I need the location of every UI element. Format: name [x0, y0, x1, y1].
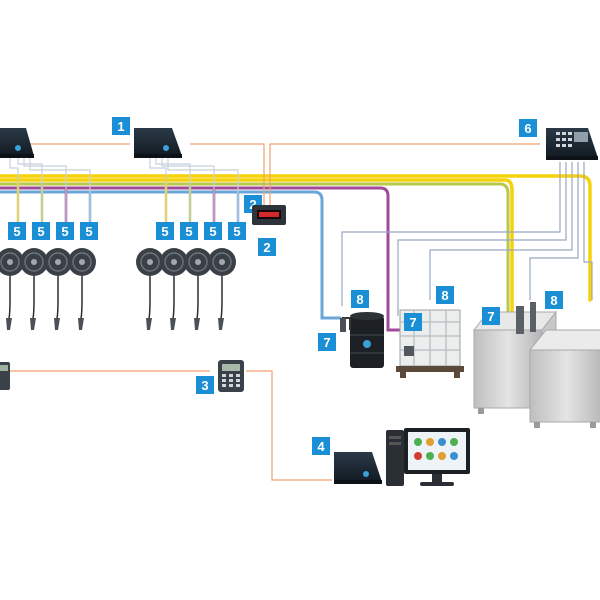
oil-drum: 8 7 [318, 290, 384, 368]
badge-8-drum [351, 290, 369, 308]
badge-3 [196, 376, 214, 394]
svg-text:2: 2 [249, 197, 256, 212]
olive-line [0, 182, 510, 332]
badge-5-2 [32, 222, 50, 240]
badge-4 [312, 437, 330, 455]
hose-reel-8 [208, 248, 236, 330]
yellow-line-b [0, 178, 514, 322]
screen-gauges [414, 438, 458, 460]
svg-text:3: 3 [201, 378, 208, 393]
svg-text:7: 7 [487, 309, 494, 324]
badge-5-3 [56, 222, 74, 240]
hose-reel-4 [68, 248, 96, 330]
badge-5-1-label: 5 [13, 224, 20, 239]
svg-text:4: 4 [317, 439, 325, 454]
badge-8-tank [545, 291, 563, 309]
badge-5-6-label: 5 [185, 224, 192, 239]
badge-6 [519, 119, 537, 137]
badge-5-8 [228, 222, 246, 240]
valve-badges: 5 5 5 5 5 5 5 5 [8, 222, 246, 240]
svg-text:8: 8 [550, 293, 557, 308]
badge-5-6 [180, 222, 198, 240]
pc-controller-4: 4 [312, 437, 382, 484]
svg-text:2: 2 [263, 240, 270, 255]
badge-5-2-label: 5 [37, 224, 44, 239]
purple-line [0, 186, 407, 332]
signal-lines [0, 143, 593, 481]
ibc-tote: 8 7 [396, 286, 464, 378]
yellow-line [0, 174, 592, 302]
hose-reels [0, 248, 236, 330]
blue-line [0, 190, 342, 320]
svg-text:6: 6 [524, 121, 531, 136]
hose-reel-1 [0, 248, 24, 330]
keypad-terminal-3: 3 [196, 360, 244, 394]
controller-unit-1: 1 [112, 117, 182, 158]
badge-2b [258, 238, 276, 256]
svg-text:7: 7 [409, 315, 416, 330]
badge-5-7-label: 5 [209, 224, 216, 239]
badge-5-8-label: 5 [233, 224, 240, 239]
badge-1 [112, 117, 130, 135]
hose-reel-3 [44, 248, 72, 330]
badge-5-4-label: 5 [85, 224, 92, 239]
badge-8-ibc [436, 286, 454, 304]
hose-reel-5 [136, 248, 164, 330]
badge-5-3-label: 5 [61, 224, 68, 239]
hose-reel-6 [160, 248, 188, 330]
hose-reel-7 [184, 248, 212, 330]
badge-1-label: 1 [117, 119, 124, 134]
digital-display-2: 2 2 [244, 195, 286, 256]
svg-text:7: 7 [323, 335, 330, 350]
svg-text:8: 8 [356, 292, 363, 307]
badge-5-4 [80, 222, 98, 240]
badge-7-drum [318, 333, 336, 351]
hose-reel-2 [20, 248, 48, 330]
keypad-terminal-left [0, 362, 10, 390]
badge-5-7 [204, 222, 222, 240]
badge-7-ibc [404, 313, 422, 331]
badge-5-5-label: 5 [161, 224, 168, 239]
svg-text:8: 8 [441, 288, 448, 303]
badge-7-tank [482, 307, 500, 325]
desktop-computer [386, 428, 470, 486]
controller-unit-left-edge [0, 128, 34, 158]
badge-5-1 [8, 222, 26, 240]
tank-controller-6: 6 [519, 119, 598, 160]
badge-5-5 [156, 222, 174, 240]
storage-tank-back: 8 [528, 291, 600, 428]
